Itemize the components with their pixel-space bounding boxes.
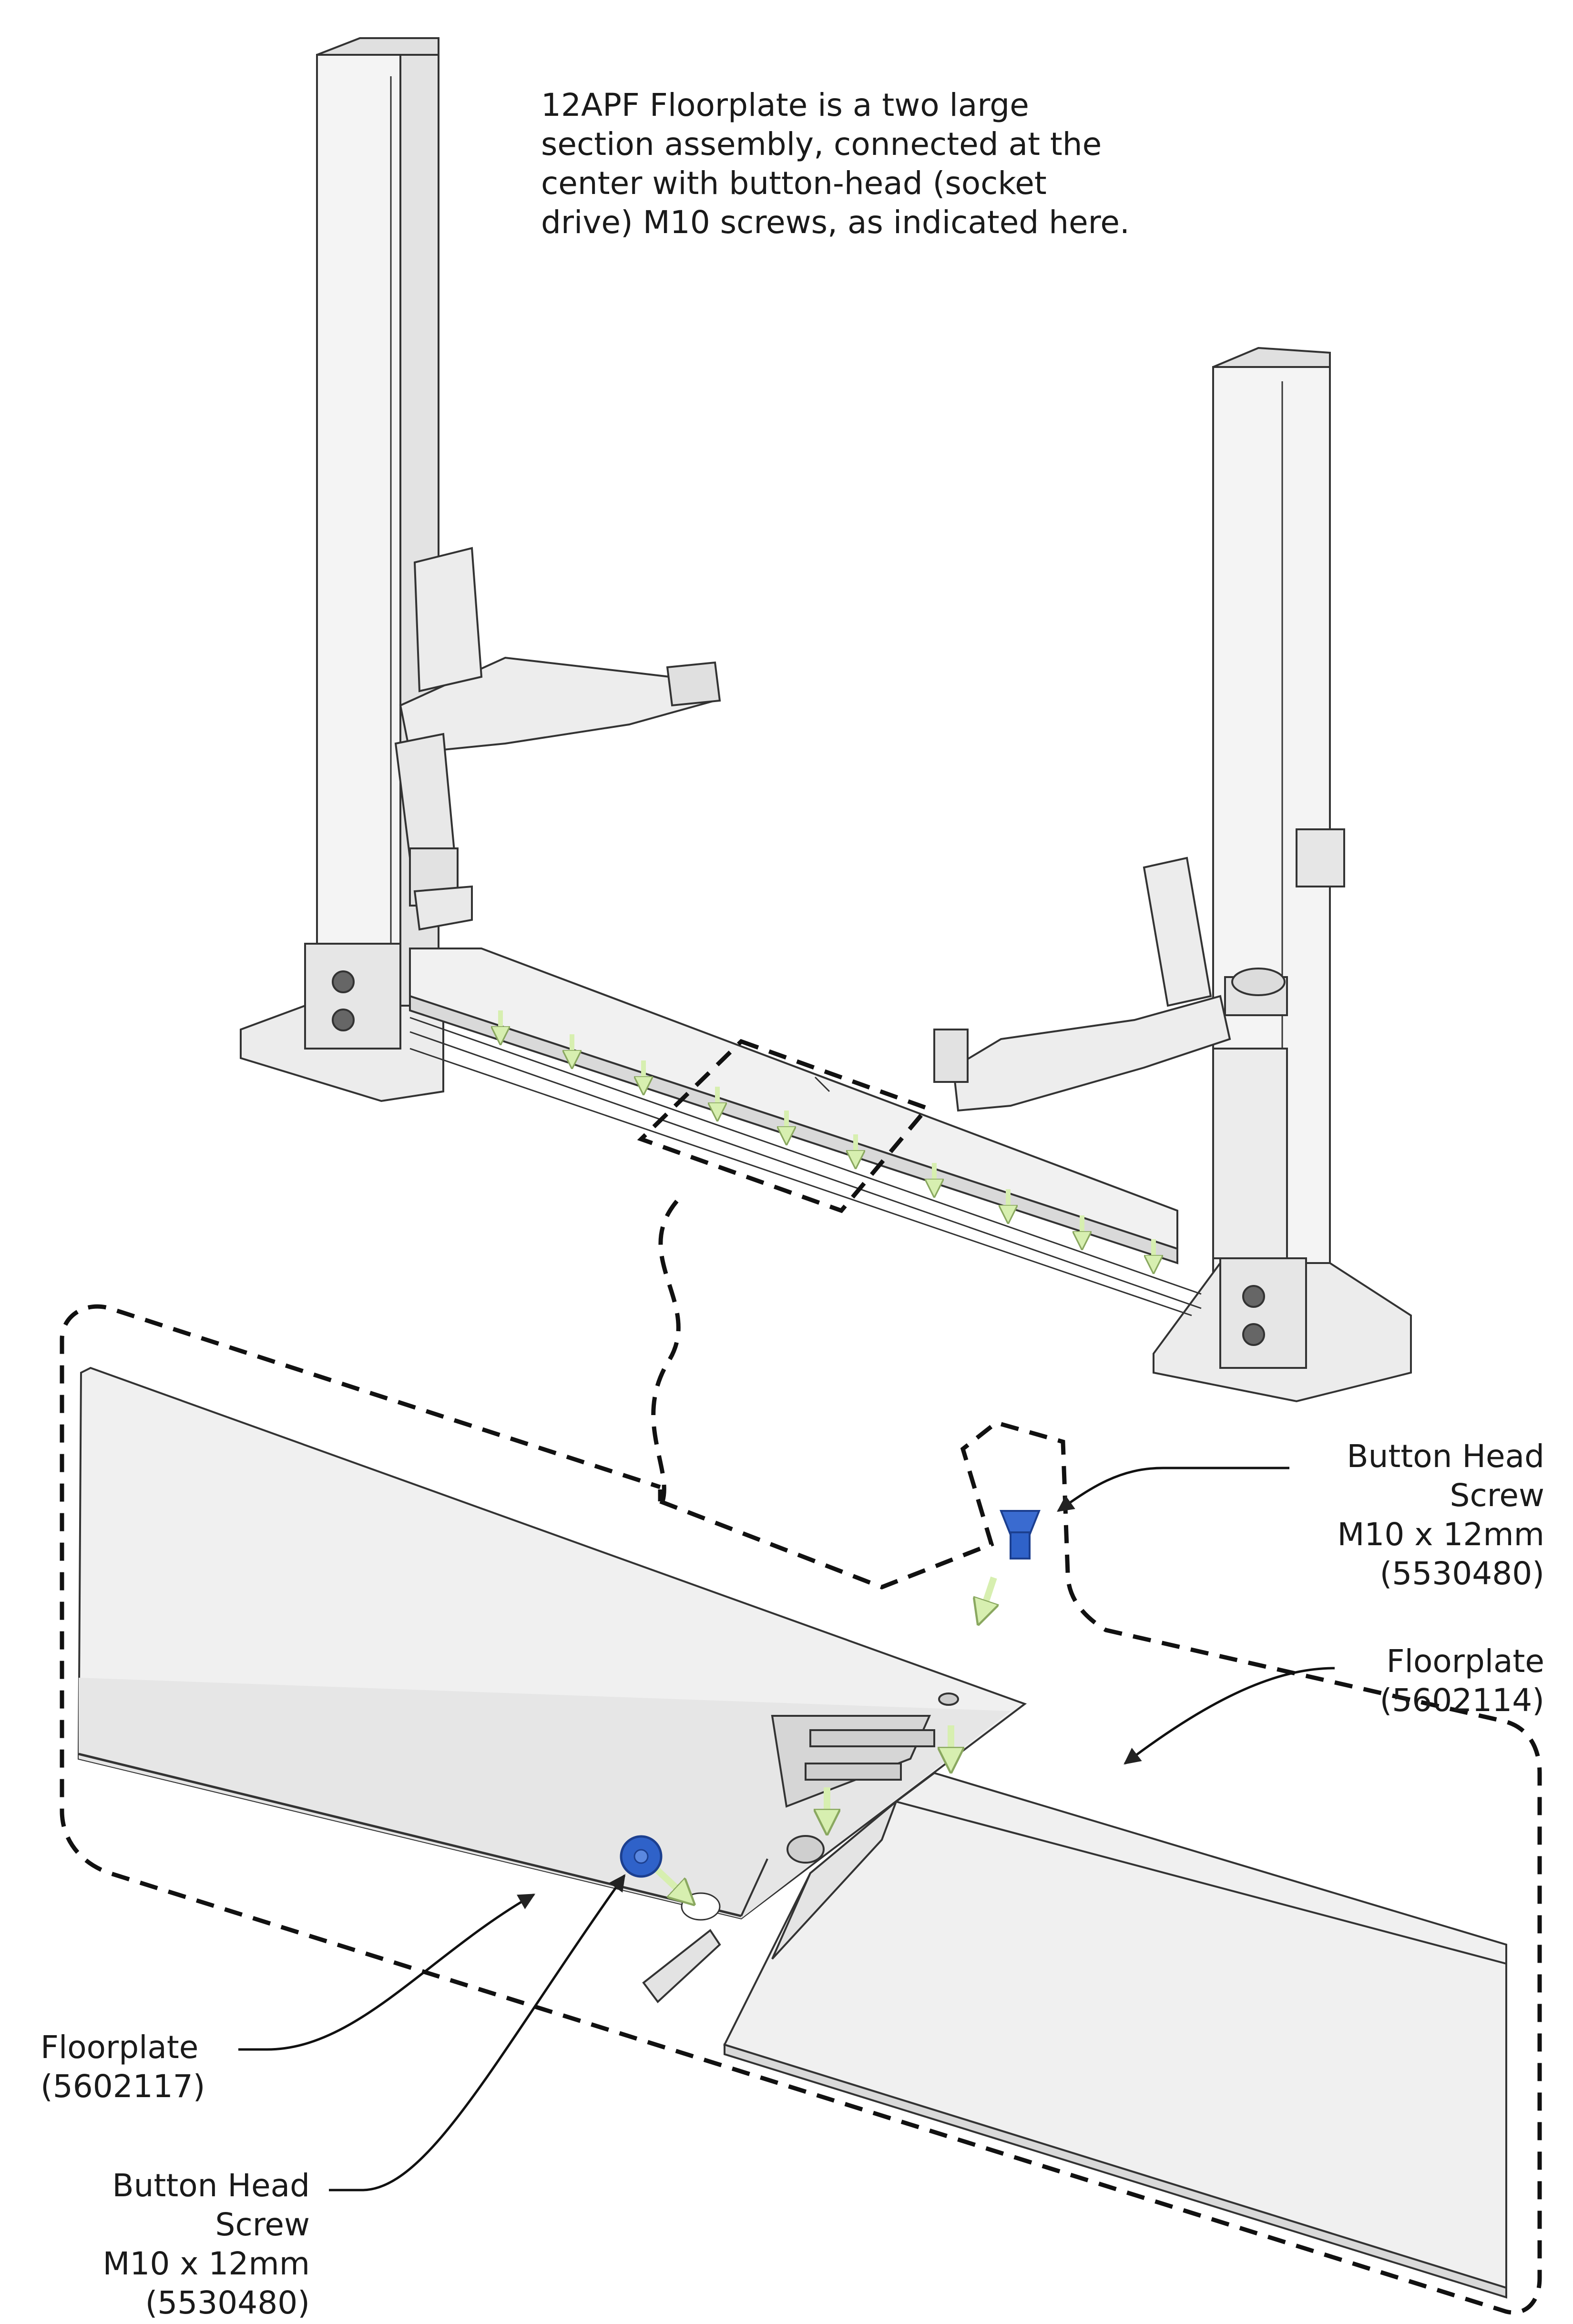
callout-screw-top-line-3: M10 x 12mm [1337, 1516, 1544, 1553]
detail-leader-curve [651, 1200, 681, 1502]
callout-floorplate-left-line-2: (5602117) [41, 2068, 205, 2105]
callout-screw-bottom: Button Head Screw M10 x 12mm (5530480) [72, 2166, 310, 2323]
intro-line-2: section assembly, connected at the [541, 126, 1102, 163]
callout-floorplate-right-line-2: (5602114) [1379, 1682, 1544, 1719]
button-head-screw-bottom [620, 1835, 663, 1878]
detail-callout-outline [60, 1304, 1542, 2315]
callout-leaders [238, 1467, 1335, 2191]
callout-screw-bottom-line-1: Button Head [112, 2167, 310, 2204]
callout-screw-top-line-4: (5530480) [1379, 1555, 1544, 1592]
callout-screw-bottom-line-3: M10 x 12mm [102, 2245, 310, 2282]
left-lift-arm [394, 547, 721, 931]
floorplate-overview [409, 948, 1202, 1316]
callout-screw-bottom-line-4: (5530480) [145, 2284, 310, 2321]
detail-illustration [77, 1366, 1507, 2299]
green-arrows-overview [500, 1010, 1154, 1270]
lift-illustration [240, 37, 1412, 1403]
callout-floorplate-right: Floorplate (5602114) [1380, 1642, 1544, 1720]
intro-line-3: center with button-head (socket [541, 165, 1047, 202]
right-lift-arm [933, 856, 1231, 1112]
intro-line-1: 12APF Floorplate is a two large [541, 87, 1029, 123]
callout-screw-top: Button Head Screw M10 x 12mm (5530480) [1337, 1437, 1544, 1593]
center-hardware-detail [642, 1715, 935, 2003]
intro-line-4: drive) M10 screws, as indicated here. [541, 204, 1130, 241]
button-head-screw-top [1000, 1510, 1041, 1560]
right-floorplate-detail [723, 1772, 1507, 2299]
callout-floorplate-right-line-1: Floorplate [1386, 1643, 1544, 1680]
callout-screw-bottom-line-2: Screw [215, 2206, 310, 2243]
callout-floorplate-left-line-1: Floorplate [41, 2029, 199, 2066]
right-column [1153, 347, 1412, 1403]
callout-screw-top-line-1: Button Head [1347, 1438, 1544, 1475]
callout-floorplate-left: Floorplate (5602117) [41, 2028, 205, 2106]
left-column [240, 37, 444, 1102]
callout-screw-top-line-2: Screw [1450, 1477, 1544, 1514]
intro-text: 12APF Floorplate is a two large section … [541, 86, 1130, 242]
detail-indicator-box [637, 1039, 931, 1213]
